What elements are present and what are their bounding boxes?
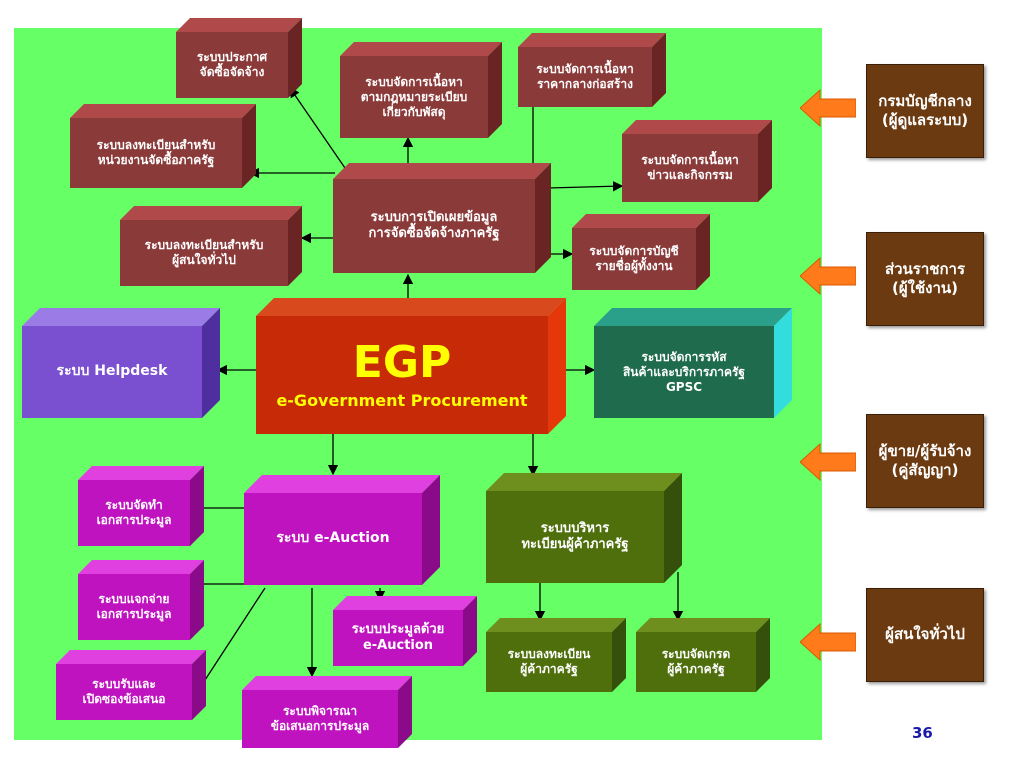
vendor-management-box: ระบบบริหาร ทะเบียนผู้ค้าภาครัฐ [486, 473, 682, 583]
eauction-box: ระบบ e-Auction [244, 475, 440, 585]
box-3d-shape [486, 618, 626, 692]
box-3d-shape [78, 560, 204, 640]
box-3d-shape [636, 618, 770, 692]
announce-system-box: ระบบประกาศ จัดซื้อจัดจ้าง [176, 18, 302, 98]
gpsc-label: ระบบจัดการรหัส สินค้าและบริการภาครัฐ GPS… [622, 349, 746, 394]
box-3d-shape [176, 18, 302, 98]
news-content-label: ระบบจัดการเนื้อหา ข่าวและกิจกรรม [641, 153, 739, 182]
docs-make-box: ระบบจัดทำ เอกสารประมูล [78, 466, 204, 546]
docs-distribute-box: ระบบแจกจ่าย เอกสารประมูล [78, 560, 204, 640]
box-3d-shape [622, 120, 772, 202]
disclosure-system-box: ระบบการเปิดเผยข้อมูล การจัดซื้อจัดจ้างภา… [333, 163, 551, 273]
box-3d-shape [594, 308, 792, 418]
role-label-public: ผู้สนใจทั่วไป [885, 625, 965, 644]
box-3d-shape [22, 308, 220, 418]
register-public-box: ระบบลงทะเบียนสำหรับ ผู้สนใจทั่วไป [120, 206, 302, 286]
law-content-box: ระบบจัดการเนื้อหา ตามกฎหมายระเบียบ เกี่ย… [340, 42, 502, 138]
box-3d-shape [333, 596, 477, 666]
box-3d-shape [486, 473, 682, 583]
vendor-register-box: ระบบลงทะเบียน ผู้ค้าภาครัฐ [486, 618, 626, 692]
arrow-left-icon [800, 442, 856, 482]
register-public-label: ระบบลงทะเบียนสำหรับ ผู้สนใจทั่วไป [144, 238, 264, 267]
role-label-agency: ส่วนราชการ (ผู้ใช้งาน) [884, 259, 966, 298]
role-label-vendor: ผู้ขาย/ผู้รับจ้าง (คู่สัญญา) [878, 441, 972, 480]
median-price-box: ระบบจัดการเนื้อหา ราคากลางก่อสร้าง [518, 33, 666, 107]
egp-title: EGP [352, 336, 452, 388]
box-3d-shape [78, 466, 204, 546]
box-3d-shape [120, 206, 302, 286]
role-label-comptroller: กรมบัญชีกลาง (ผู้ดูแลระบบ) [878, 91, 972, 130]
vendor-management-label: ระบบบริหาร ทะเบียนผู้ค้าภาครัฐ [521, 520, 629, 552]
egp-subtitle: e-Government Procurement [276, 390, 528, 410]
auction-system-label: ระบบประมูลด้วย e-Auction [351, 621, 445, 653]
docs-make-label: ระบบจัดทำ เอกสารประมูล [96, 498, 172, 527]
announce-system-label: ระบบประกาศ จัดซื้อจัดจ้าง [196, 50, 268, 79]
disclosure-system-label: ระบบการเปิดเผยข้อมูล การจัดซื้อจัดจ้างภา… [368, 209, 500, 241]
egp-center-box: EGP e-Government Procurement [256, 298, 566, 434]
box-3d-shape [56, 650, 206, 720]
arrow-left-icon [800, 622, 856, 662]
helpdesk-box: ระบบ Helpdesk [22, 308, 220, 418]
vendor-grade-box: ระบบจัดเกรด ผู้ค้าภาครัฐ [636, 618, 770, 692]
box-3d-shape [242, 676, 412, 748]
box-3d-shape [340, 42, 502, 138]
vendor-register-label: ระบบลงทะเบียน ผู้ค้าภาครัฐ [507, 647, 591, 676]
law-content-label: ระบบจัดการเนื้อหา ตามกฎหมายระเบียบ เกี่ย… [360, 74, 468, 119]
role-box-comptroller: กรมบัญชีกลาง (ผู้ดูแลระบบ) [866, 64, 984, 158]
consider-bids-box: ระบบพิจารณา ข้อเสนอการประมูล [242, 676, 412, 748]
register-agency-label: ระบบลงทะเบียนสำหรับ หน่วยงานจัดซื้อภาครั… [96, 138, 216, 167]
helpdesk-label: ระบบ Helpdesk [56, 363, 168, 380]
consider-bids-label: ระบบพิจารณา ข้อเสนอการประมูล [270, 704, 370, 733]
vendor-grade-label: ระบบจัดเกรด ผู้ค้าภาครัฐ [661, 647, 731, 676]
bids-open-label: ระบบรับและ เปิดซองข้อเสนอ [82, 677, 166, 706]
box-3d-shape [572, 214, 710, 290]
arrow-left-icon [800, 256, 856, 296]
news-content-box: ระบบจัดการเนื้อหา ข่าวและกิจกรรม [622, 120, 772, 202]
box-3d-shape [256, 298, 566, 434]
docs-distribute-label: ระบบแจกจ่าย เอกสารประมูล [96, 592, 172, 621]
box-3d-shape [70, 104, 256, 188]
gpsc-box: ระบบจัดการรหัส สินค้าและบริการภาครัฐ GPS… [594, 308, 792, 418]
register-agency-box: ระบบลงทะเบียนสำหรับ หน่วยงานจัดซื้อภาครั… [70, 104, 256, 188]
auction-system-box: ระบบประมูลด้วย e-Auction [333, 596, 477, 666]
accounts-system-label: ระบบจัดการบัญชี รายชื่อผู้ทั้งงาน [589, 244, 679, 273]
bids-open-box: ระบบรับและ เปิดซองข้อเสนอ [56, 650, 206, 720]
role-box-agency: ส่วนราชการ (ผู้ใช้งาน) [866, 232, 984, 326]
median-price-label: ระบบจัดการเนื้อหา ราคากลางก่อสร้าง [536, 62, 634, 91]
accounts-system-box: ระบบจัดการบัญชี รายชื่อผู้ทั้งงาน [572, 214, 710, 290]
arrow-left-icon [800, 88, 856, 128]
eauction-label: ระบบ e-Auction [276, 530, 390, 547]
box-3d-shape [244, 475, 440, 585]
box-3d-shape [333, 163, 551, 273]
role-box-vendor: ผู้ขาย/ผู้รับจ้าง (คู่สัญญา) [866, 414, 984, 508]
box-3d-shape [518, 33, 666, 107]
page-number: 36 [912, 724, 933, 742]
role-box-public: ผู้สนใจทั่วไป [866, 588, 984, 682]
